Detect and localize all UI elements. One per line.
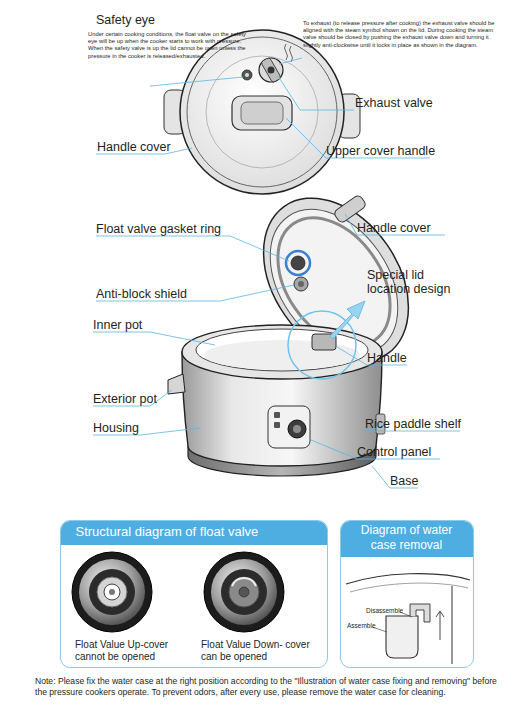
lid-top-view	[261, 57, 282, 83]
leader-line	[93, 332, 215, 345]
water-case-illustration	[410, 604, 430, 622]
cooker-body	[293, 425, 301, 433]
cooker-body	[274, 412, 280, 418]
leader-line	[93, 390, 172, 406]
callout-text: Under certain cooking conditions, the fl…	[88, 31, 256, 60]
part-label: Inner pot	[93, 318, 142, 332]
water-case-illustration	[350, 583, 468, 592]
water-case-illustration	[346, 574, 470, 584]
leader-line	[278, 76, 354, 110]
float-valve-up	[79, 559, 145, 625]
callout-text: To exhaust (to release pressure after co…	[303, 20, 503, 49]
water-case-illustration	[452, 586, 453, 664]
part-label: Handle cover	[357, 221, 431, 235]
open-lid	[298, 281, 304, 287]
float-valve-down	[229, 577, 259, 607]
float-valve-up	[109, 589, 115, 595]
lid-location-highlight	[330, 301, 365, 339]
leader-line	[311, 440, 440, 459]
lid-top-view	[285, 44, 288, 60]
water-case-illustration	[436, 611, 444, 640]
cooker-body	[168, 325, 385, 476]
leader-line	[96, 285, 294, 301]
leader-line	[337, 347, 407, 365]
float-valve-up	[89, 569, 135, 615]
lid-top-view	[245, 73, 249, 77]
caption-text: Float Value Up-cover cannot be opened	[75, 639, 187, 663]
lid-top-view	[187, 37, 337, 187]
lid-location-highlight	[288, 301, 365, 379]
callout-heading: Safety eye	[96, 13, 155, 27]
cooker-body	[204, 340, 360, 370]
float-valve-up	[97, 577, 127, 607]
panel-heading: Structural diagram of float valve	[60, 520, 328, 545]
cooker-body	[288, 420, 306, 438]
part-label: Exhaust valve	[355, 96, 433, 110]
open-lid	[294, 277, 308, 291]
float-valve-down	[211, 559, 277, 625]
cooker-body	[182, 325, 382, 379]
float-valve-up	[104, 584, 120, 600]
part-label: Housing	[93, 421, 139, 435]
leader-line	[150, 77, 243, 86]
part-label: Exterior pot	[93, 392, 157, 406]
part-label: Control panel	[357, 445, 431, 459]
cooker-body	[274, 422, 280, 428]
open-lid	[286, 251, 310, 275]
leader-line	[96, 236, 289, 261]
lid-top-view	[206, 56, 318, 168]
float-valve-down	[204, 552, 284, 632]
lid-top-view	[242, 70, 252, 80]
float-valve-down	[204, 552, 284, 632]
lid-top-view	[290, 46, 293, 62]
part-label: Base	[390, 474, 419, 488]
float-valve-down	[232, 578, 256, 586]
lid-top-view	[232, 96, 292, 130]
part-label: Special lid location design	[367, 268, 467, 297]
cooker-body	[268, 406, 310, 448]
float-valve-panel: Structural diagram of float valveFloat V…	[60, 520, 328, 668]
float-valve-up	[72, 552, 152, 632]
leader-line	[372, 466, 418, 488]
part-label: Upper cover handle	[326, 144, 435, 158]
open-lid	[333, 194, 367, 224]
open-lid	[291, 256, 305, 270]
panel-heading: Diagram of water case removal	[340, 520, 474, 557]
lid-top-view	[268, 67, 275, 74]
caption-text: Float Value Down- cover can be opened	[201, 639, 321, 663]
leader-line	[345, 214, 445, 235]
float-valve-down	[239, 587, 249, 597]
water-case-panel: Diagram of water case removalDisassemble…	[340, 520, 474, 668]
note-text: Note: Please fix the water case at the r…	[35, 676, 497, 698]
water-case-illustration	[386, 616, 418, 658]
part-label: Disassemble	[366, 607, 403, 615]
part-label: Assemble	[347, 622, 376, 630]
part-label: Anti-block shield	[96, 287, 187, 301]
leader-line	[279, 58, 302, 64]
float-valve-down	[221, 569, 267, 615]
part-label: Handle cover	[97, 140, 171, 154]
water-case-illustration	[346, 574, 470, 664]
part-label: Rice paddle shelf	[365, 417, 461, 431]
lid-top-view	[241, 102, 283, 124]
float-valve-up	[72, 552, 152, 632]
part-label: Float valve gasket ring	[96, 222, 221, 236]
part-label: Handle	[367, 351, 407, 365]
